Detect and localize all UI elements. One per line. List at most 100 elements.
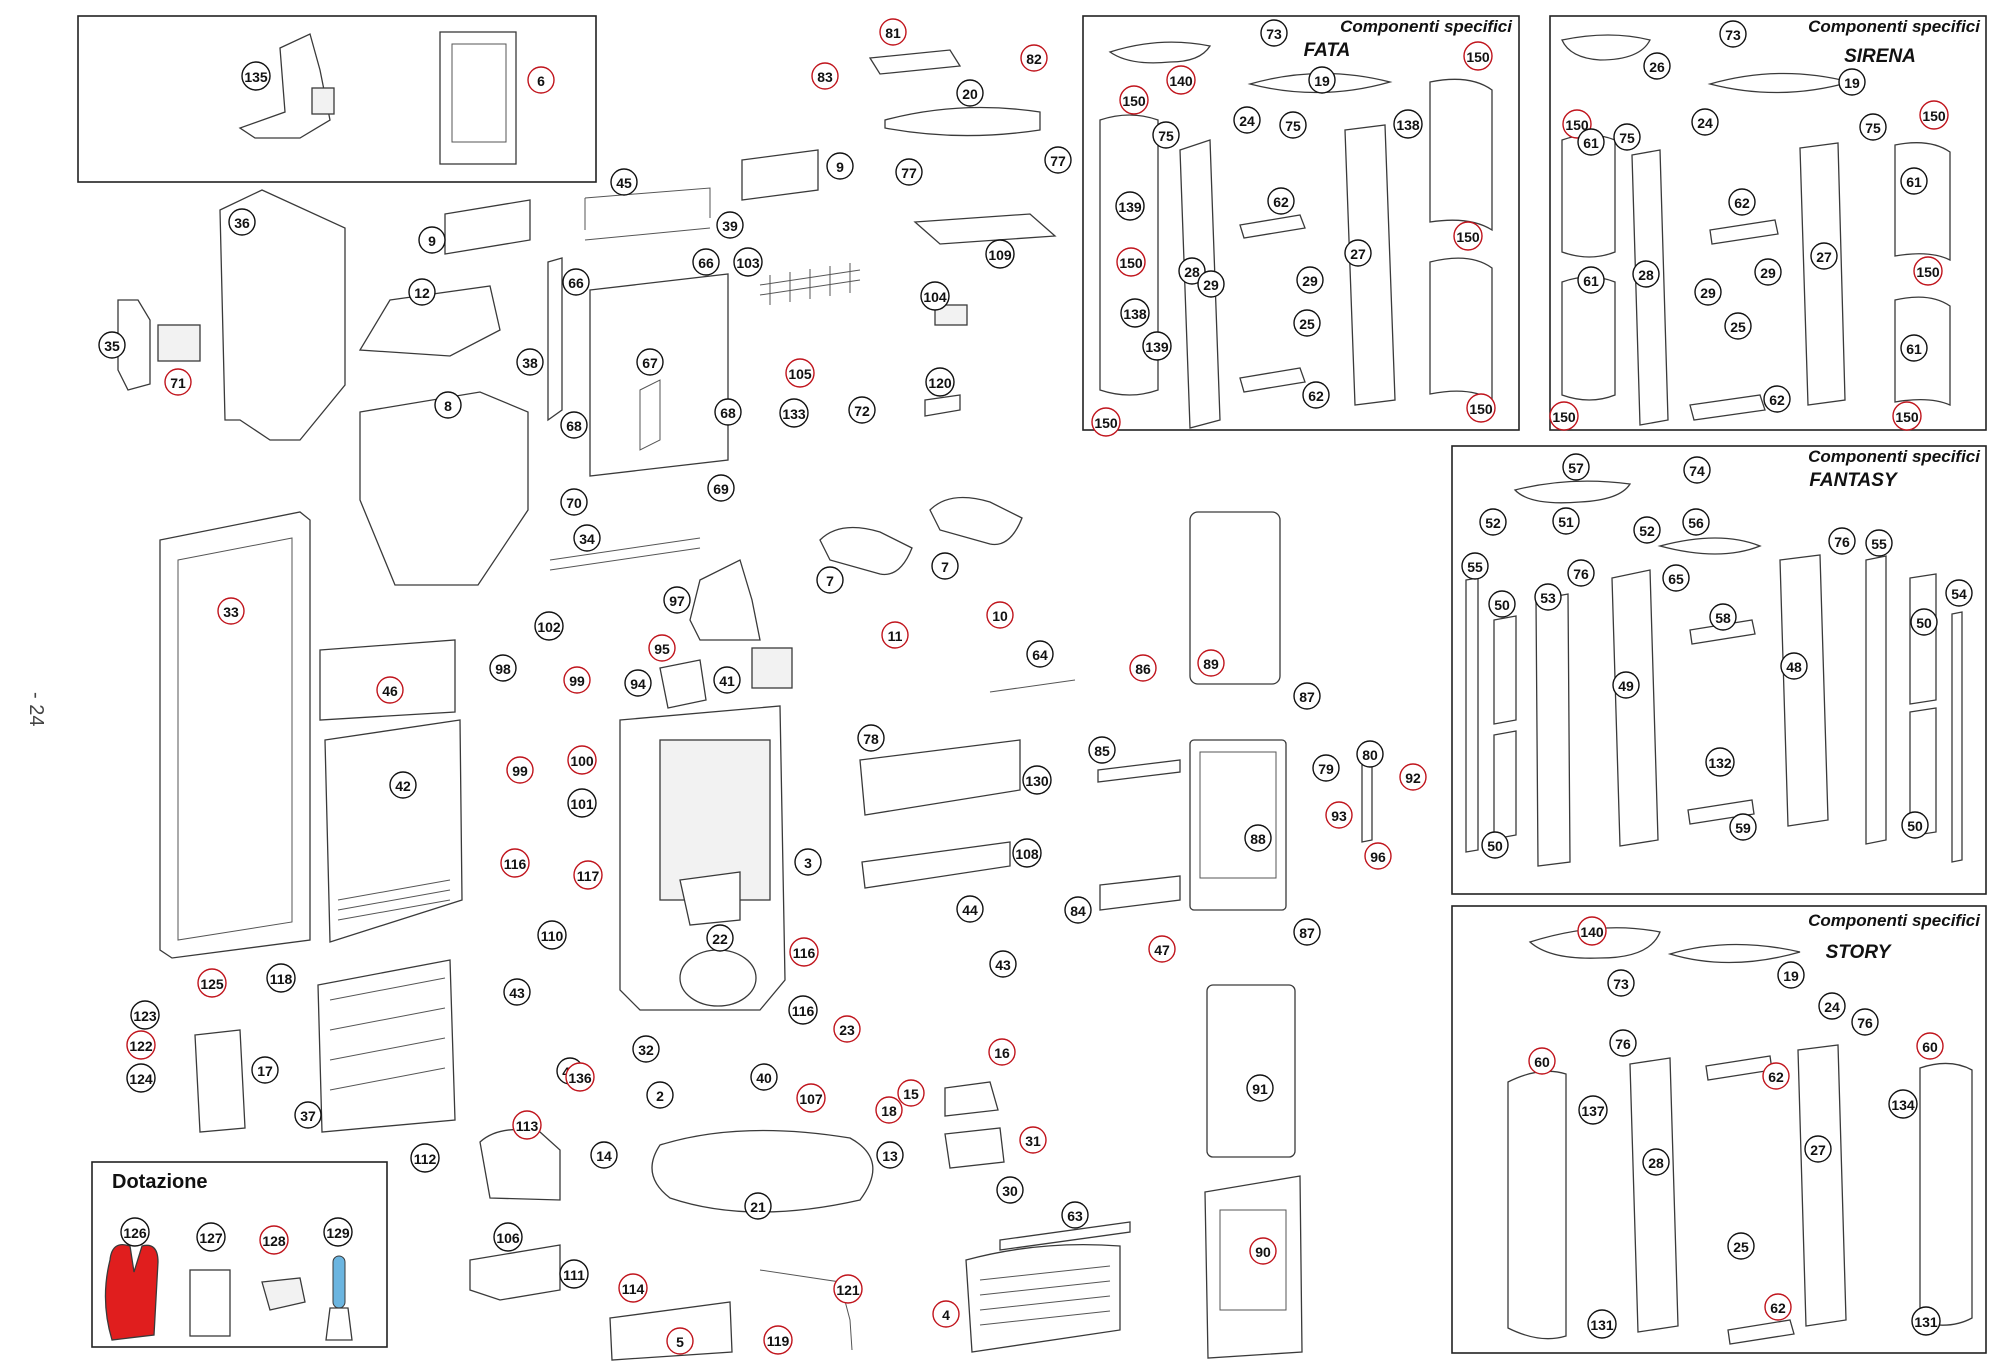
- callout-138: 138: [1120, 298, 1150, 328]
- callout-65: 65: [1662, 564, 1690, 592]
- callout-label: 74: [1689, 463, 1705, 479]
- callout-27: 27: [1810, 242, 1838, 270]
- callout-140: 140: [1577, 916, 1607, 946]
- callout-circle: [1249, 1237, 1277, 1265]
- callout-label: 116: [793, 945, 816, 961]
- kit-label: Dotazione: [112, 1171, 208, 1193]
- top-left-frame: [77, 15, 597, 183]
- callout-circle: [410, 1143, 440, 1173]
- callout-circle: [228, 208, 256, 236]
- callout-circle: [1026, 640, 1054, 668]
- callout-91: 91: [1246, 1074, 1274, 1102]
- callout-label: 134: [1891, 1097, 1915, 1113]
- callout-label: 62: [1308, 388, 1324, 404]
- callout-43: 43: [989, 950, 1017, 978]
- callout-label: 93: [1331, 808, 1347, 824]
- callout-circle: [1780, 652, 1808, 680]
- callout-circle: [1364, 842, 1392, 870]
- callout-label: 100: [570, 753, 594, 769]
- part-22-firebox-body: [619, 705, 786, 1011]
- callout-95: 95: [648, 634, 676, 662]
- callout-circle: [294, 1101, 322, 1129]
- callout-label: 25: [1730, 319, 1746, 335]
- callout-label: 109: [988, 247, 1012, 263]
- callout-label: 78: [863, 731, 879, 747]
- callout-circle: [833, 1015, 861, 1043]
- callout-label: 71: [170, 375, 186, 391]
- callout-label: 116: [792, 1003, 815, 1019]
- callout-label: 139: [1118, 199, 1142, 215]
- callout-label: 10: [992, 608, 1008, 624]
- callout-circle: [1900, 334, 1928, 362]
- callout-circle: [1900, 167, 1928, 195]
- part-84-strip: [1099, 875, 1181, 911]
- callout-38: 38: [516, 348, 544, 376]
- callout-label: 15: [903, 1086, 919, 1102]
- callout-label: 129: [326, 1225, 350, 1241]
- callout-label: 55: [1467, 559, 1483, 575]
- callout-114: 114: [618, 1273, 648, 1303]
- fantasy-panel-title: Componenti specifici: [1808, 447, 1981, 466]
- callout-label: 80: [1362, 747, 1378, 763]
- callout-label: 97: [669, 593, 685, 609]
- callout-circle: [196, 1222, 226, 1252]
- callout-82: 82: [1020, 44, 1048, 72]
- callout-label: 6: [537, 73, 545, 89]
- callout-62: 62: [1762, 1062, 1790, 1090]
- callout-circle: [646, 1081, 674, 1109]
- callout-33: 33: [217, 597, 245, 625]
- callout-96: 96: [1364, 842, 1392, 870]
- callout-label: 138: [1123, 306, 1147, 322]
- callout-label: 60: [1922, 1039, 1938, 1055]
- part-94-motor: [659, 659, 707, 709]
- callout-label: 82: [1026, 51, 1042, 67]
- callout-circle: [1267, 187, 1295, 215]
- callout-label: 53: [1540, 590, 1556, 606]
- callout-circle: [848, 396, 876, 424]
- callout-64: 64: [1026, 640, 1054, 668]
- callout-27: 27: [1804, 1135, 1832, 1163]
- callout-150: 150: [1913, 256, 1943, 286]
- callout-label: 46: [382, 683, 398, 699]
- callout-label: 104: [923, 289, 947, 305]
- callout-94: 94: [624, 669, 652, 697]
- callout-circle: [1763, 385, 1791, 413]
- callout-circle: [1244, 824, 1272, 852]
- callout-label: 150: [1466, 49, 1490, 65]
- callout-circle: [1479, 508, 1507, 536]
- sirena-part-61-right-upper: [1894, 142, 1951, 262]
- callout-circle: [1719, 20, 1747, 48]
- callout-label: 61: [1583, 273, 1599, 289]
- callout-139: 139: [1142, 331, 1172, 361]
- callout-24: 24: [1233, 106, 1261, 134]
- callout-circle: [1810, 242, 1838, 270]
- callout-circle: [1754, 258, 1782, 286]
- callout-128: 128: [259, 1225, 289, 1255]
- callout-label: 127: [199, 1230, 223, 1246]
- callout-106: 106: [493, 1222, 523, 1252]
- page-number: - 24: [25, 692, 47, 726]
- callout-label: 150: [1552, 409, 1576, 425]
- callout-57: 57: [1562, 453, 1590, 481]
- callout-123: 123: [130, 1000, 160, 1030]
- callout-75: 75: [1859, 113, 1887, 141]
- callout-circle: [1115, 191, 1145, 221]
- fata-part-62-strip-upper: [1239, 214, 1306, 239]
- callout-103: 103: [733, 247, 763, 277]
- callout-circle: [567, 745, 597, 775]
- callout-label: 43: [995, 957, 1011, 973]
- callout-circle: [1116, 247, 1146, 277]
- fata-part-62-strip-lower: [1239, 367, 1306, 393]
- callout-label: 69: [713, 481, 729, 497]
- callout-3: 3: [794, 848, 822, 876]
- callout-circle: [516, 348, 544, 376]
- fantasy-part-59-strip: [1687, 799, 1755, 825]
- callout-circle: [989, 950, 1017, 978]
- sirena-part-19-top: [1707, 72, 1853, 94]
- callout-label: 139: [1145, 339, 1169, 355]
- story-panel-name: STORY: [1826, 942, 1893, 963]
- sirena-part-62-strip-upper: [1709, 219, 1779, 245]
- callout-circle: [663, 586, 691, 614]
- callout-label: 61: [1906, 174, 1922, 190]
